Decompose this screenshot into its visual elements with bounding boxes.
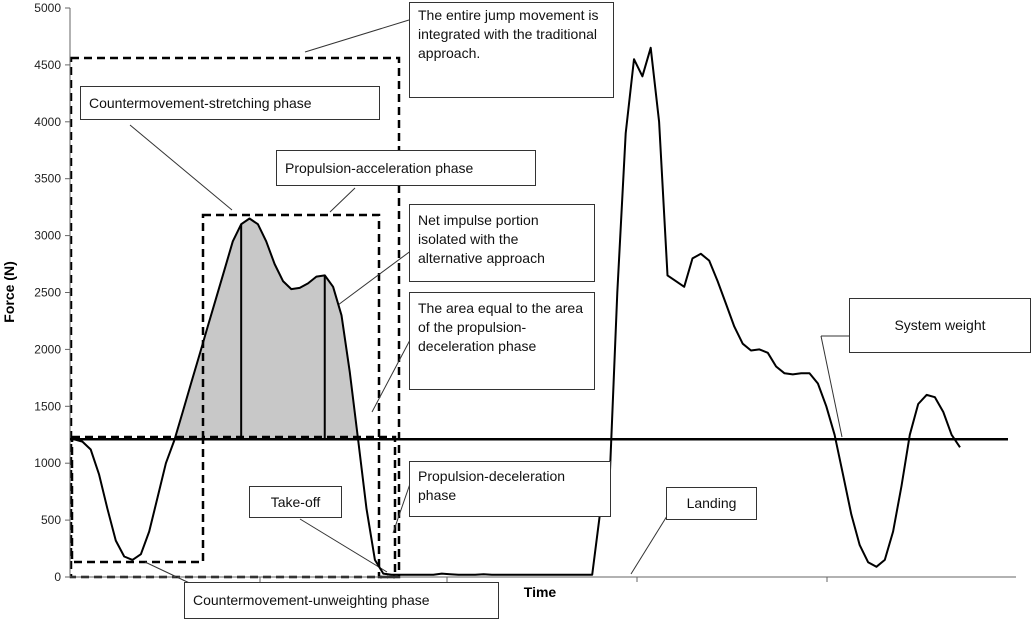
x-axis-title: Time <box>524 584 557 600</box>
force-curve <box>73 46 961 576</box>
net-impulse-shaded-area <box>174 218 359 440</box>
propulsion-deceleration-dashed-box <box>377 435 397 579</box>
annotation-area-equal: The area equal to the area of the propul… <box>409 292 595 390</box>
annotation-take-off: Take-off <box>249 486 342 518</box>
annotation-propulsion-deceleration: Propulsion-deceleration phase <box>409 461 611 517</box>
axes: 0 500 1000 1500 2000 2500 3000 3500 4000 4500 5000 <box>34 1 1016 584</box>
series <box>70 46 1008 576</box>
leader-system-weight-b <box>820 335 843 438</box>
annotation-landing: Landing <box>666 487 757 520</box>
unweighting-dashed-box <box>70 435 205 564</box>
y-tick-label-3500: 3500 <box>34 172 61 186</box>
leader-take-off <box>299 518 388 573</box>
annotation-countermovement-unweighting: Countermovement-unweighting phase <box>184 582 499 619</box>
y-tick-label-4000: 4000 <box>34 115 61 129</box>
y-tick-label-2500: 2500 <box>34 286 61 300</box>
leader-propulsion-acceleration <box>329 187 356 213</box>
leader-area-equal <box>371 339 411 413</box>
leader-propulsion-deceleration <box>392 477 413 534</box>
annotation-countermovement-stretching: Countermovement-stretching phase <box>80 86 380 120</box>
annotation-net-impulse: Net impulse portion isolated with the al… <box>409 204 595 282</box>
y-tick-label-0: 0 <box>54 570 61 584</box>
y-tick-label-1000: 1000 <box>34 456 61 470</box>
entire-jump-dashed-box <box>69 56 401 579</box>
leader-entire-jump <box>304 19 410 53</box>
y-tick-label-500: 500 <box>41 513 61 527</box>
y-tick-label-3000: 3000 <box>34 229 61 243</box>
net-impulse-area <box>174 218 359 440</box>
y-tick-label-1500: 1500 <box>34 399 61 413</box>
annotation-system-weight: System weight <box>849 298 1031 353</box>
leader-landing <box>630 507 673 575</box>
propulsion-acceleration-dashed-box <box>201 213 381 439</box>
y-tick-label-4500: 4500 <box>34 58 61 72</box>
annotation-leader-lines <box>129 19 853 589</box>
y-tick-label-5000: 5000 <box>34 1 61 15</box>
annotation-entire-jump: The entire jump movement is integrated w… <box>409 2 614 98</box>
annotation-propulsion-acceleration: Propulsion-acceleration phase <box>276 150 536 186</box>
leader-net-impulse <box>337 249 413 306</box>
y-axis-title: Force (N) <box>1 261 17 322</box>
leader-countermovement-stretching <box>129 124 233 211</box>
y-tick-label-2000: 2000 <box>34 342 61 356</box>
